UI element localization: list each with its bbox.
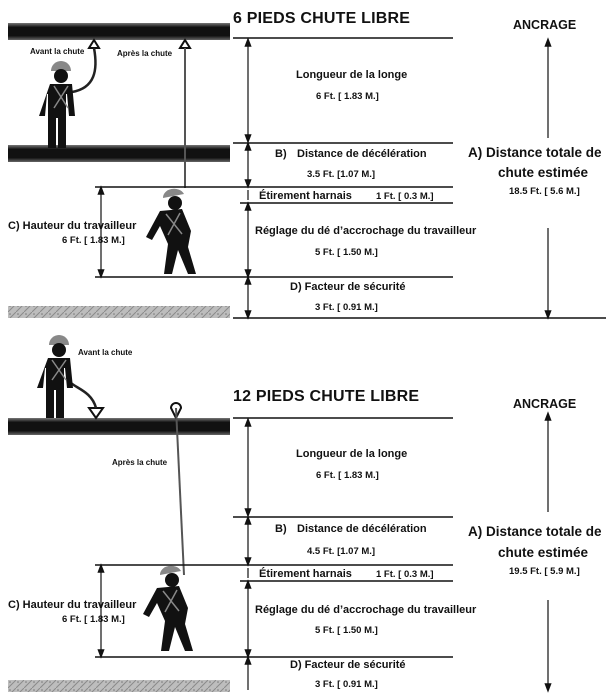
worker-height-value: 6 Ft. [ 1.83 M.] [62, 614, 125, 625]
deceleration-letter: B) [275, 148, 287, 160]
deceleration-value: 3.5 Ft. [1.07 M.] [307, 169, 376, 180]
safety-factor-label: D) Facteur de sécurité [290, 659, 406, 671]
lanyard-length-value: 6 Ft. [ 1.83 M.] [316, 91, 379, 102]
d-ring-adjustment-label: Réglage du dé d’accrochage du travailleu… [255, 225, 477, 237]
lanyard-length-value: 6 Ft. [ 1.83 M.] [316, 470, 379, 481]
safety-factor-label: D) Facteur de sécurité [290, 281, 406, 293]
safety-factor-value: 3 Ft. [ 0.91 M.] [315, 302, 378, 313]
total-fall-label-line2: chute estimée [498, 165, 589, 180]
worker-standing-icon [37, 335, 73, 418]
lanyard [71, 47, 97, 94]
anchor-beam [8, 418, 230, 435]
safety-factor-value: 3 Ft. [ 0.91 M.] [315, 679, 378, 690]
anchor-connector-icon [87, 38, 101, 49]
harness-stretch-label: Étirement harnais [259, 190, 352, 202]
harness-stretch-value: 1 Ft. [ 0.3 M.] [376, 191, 434, 202]
anchor-connector-icon [87, 407, 105, 420]
total-fall-value: 18.5 Ft. [ 5.6 M.] [509, 186, 580, 197]
worker-height-label: C) Hauteur du travailleur [8, 220, 137, 232]
lanyard [175, 407, 185, 576]
after-fall-label: Après la chute [112, 458, 168, 467]
d-ring-adjustment-label: Réglage du dé d’accrochage du travailleu… [255, 604, 477, 616]
scenario-1-diagram [8, 23, 606, 320]
before-fall-label: Avant la chute [78, 348, 133, 357]
scenario-2-diagram [8, 335, 552, 693]
worker-height-value: 6 Ft. [ 1.83 M.] [62, 235, 125, 246]
total-fall-label-line2: chute estimée [498, 545, 589, 560]
anchor-connector-icon [169, 402, 183, 421]
worker-fallen-icon [146, 188, 196, 274]
total-fall-label-line1: A) Distance totale de [468, 145, 602, 160]
anchor-connector-icon [178, 38, 192, 49]
ground [8, 680, 230, 692]
harness-stretch-value: 1 Ft. [ 0.3 M.] [376, 569, 434, 580]
lanyard-length-label: Longueur de la longe [296, 448, 408, 460]
deceleration-label: Distance de décélération [297, 148, 427, 160]
deceleration-value: 4.5 Ft. [1.07 M.] [307, 546, 376, 557]
total-fall-label-line1: A) Distance totale de [468, 524, 602, 539]
harness-stretch-label: Étirement harnais [259, 568, 352, 580]
anchorage-label: ANCRAGE [513, 397, 577, 411]
anchor-beam [8, 23, 230, 40]
worker-standing-icon [39, 61, 75, 148]
anchorage-label: ANCRAGE [513, 18, 577, 32]
d-ring-adjustment-value: 5 Ft. [ 1.50 M.] [315, 247, 378, 258]
scenario-title: 6 PIEDS CHUTE LIBRE [233, 10, 411, 27]
platform-beam [8, 145, 230, 162]
ground [8, 306, 230, 318]
worker-height-label: C) Hauteur du travailleur [8, 599, 137, 611]
worker-fallen-icon [143, 565, 193, 651]
scenario-title: 12 PIEDS CHUTE LIBRE [233, 388, 420, 405]
after-fall-label: Après la chute [117, 49, 173, 58]
lanyard-length-label: Longueur de la longe [296, 69, 408, 81]
total-fall-value: 19.5 Ft. [ 5.9 M.] [509, 566, 580, 577]
deceleration-letter: B) [275, 523, 287, 535]
d-ring-adjustment-value: 5 Ft. [ 1.50 M.] [315, 625, 378, 636]
before-fall-label: Avant la chute [30, 47, 85, 56]
deceleration-label: Distance de décélération [297, 523, 427, 535]
